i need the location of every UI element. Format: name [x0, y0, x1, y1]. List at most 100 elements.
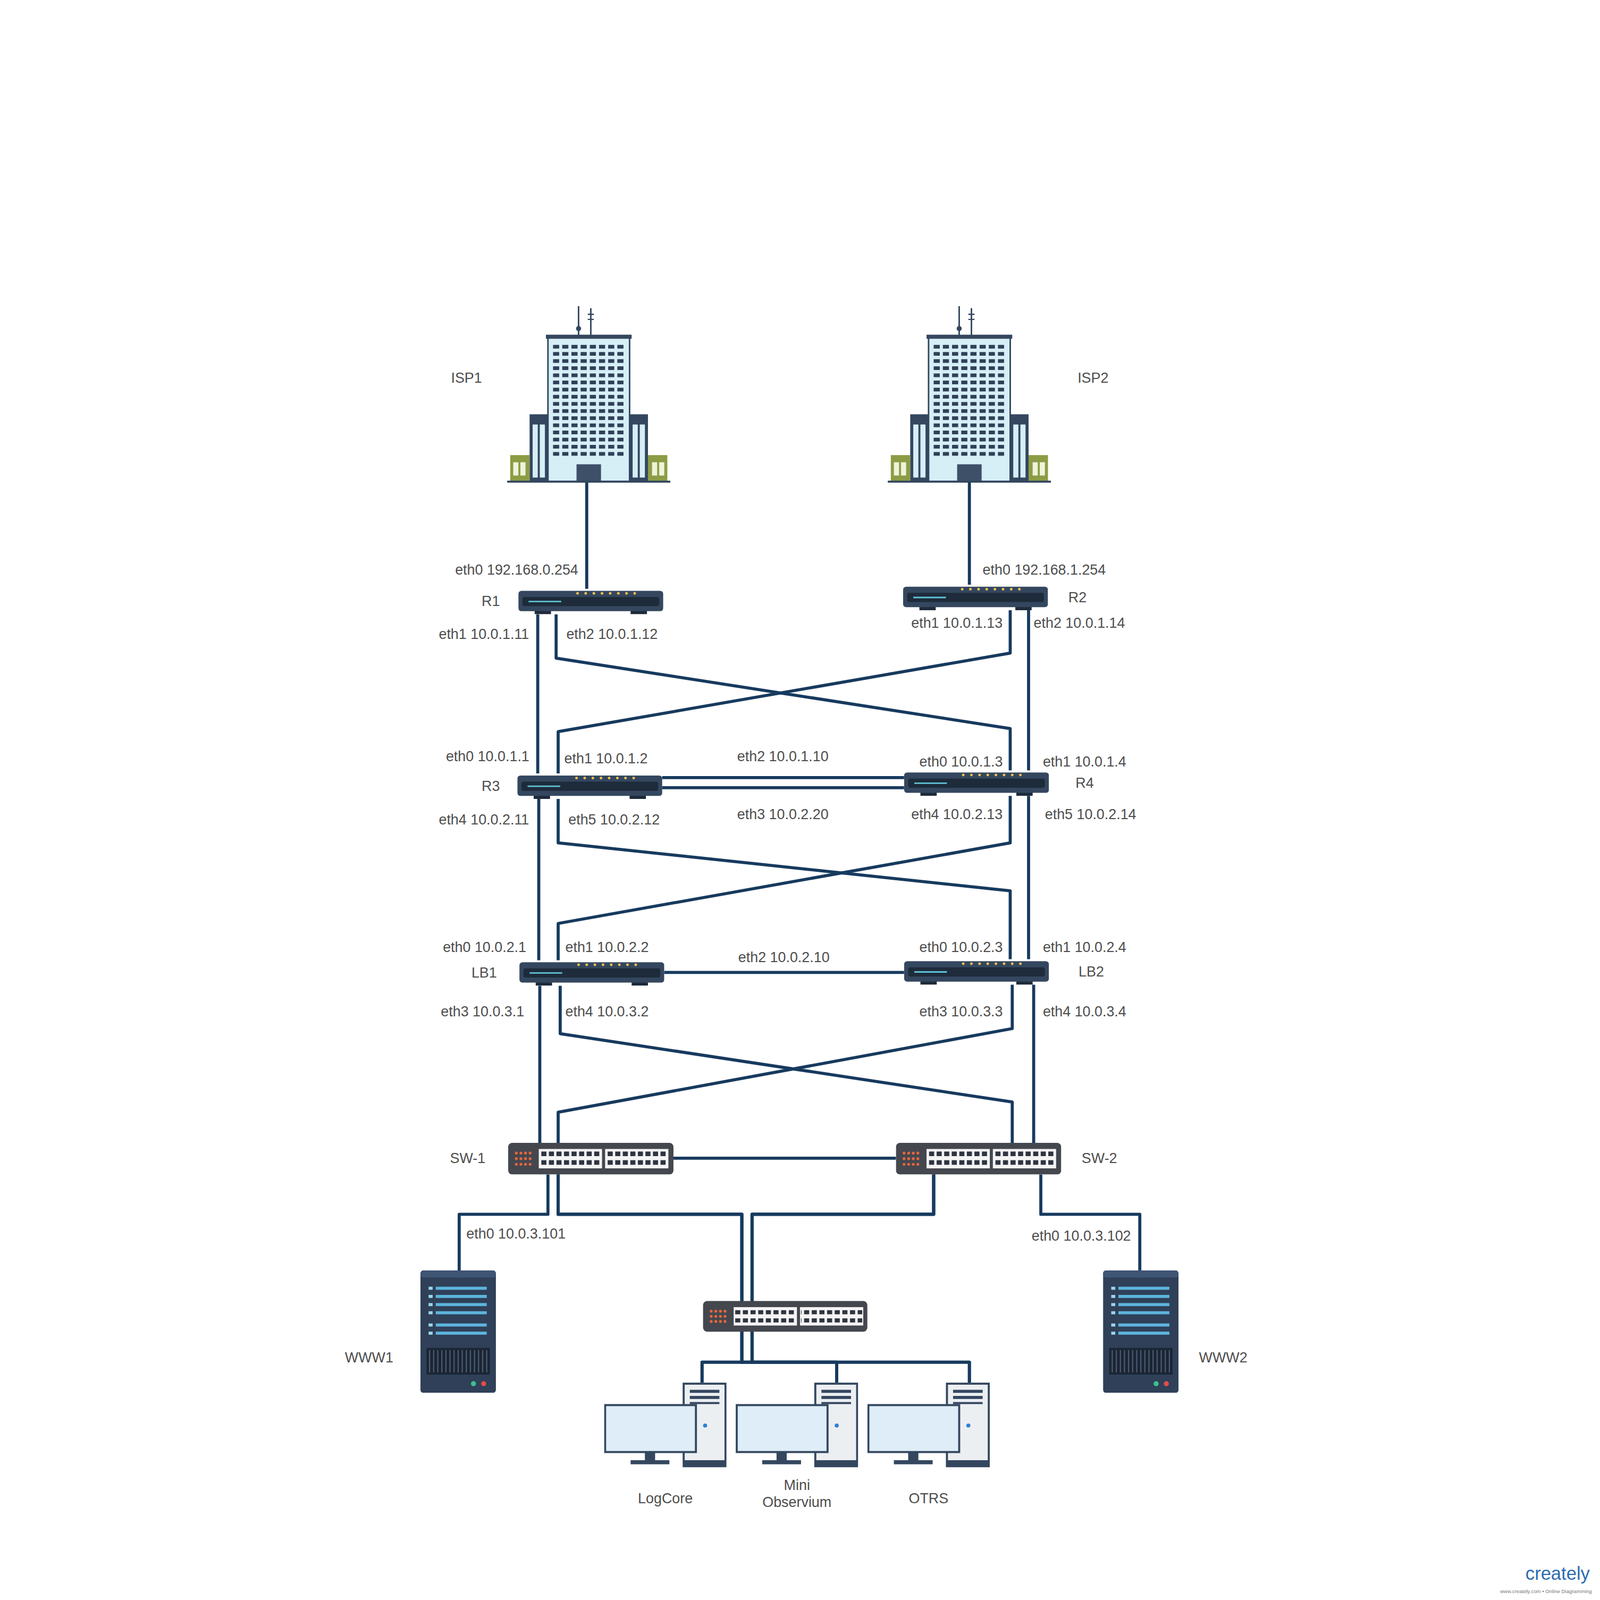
drawing-part [583, 776, 586, 780]
drawing-part [1148, 1350, 1150, 1373]
drawing-part [630, 1460, 670, 1465]
drawing-part [1110, 1311, 1116, 1315]
drawing-part [590, 409, 597, 414]
drawing-part [979, 444, 987, 449]
network-link [558, 1174, 743, 1384]
drawing-part [993, 587, 997, 591]
drawing-part [736, 1404, 828, 1452]
drawing-part [637, 1160, 643, 1166]
drawing-part [933, 409, 940, 414]
drawing-part [1020, 424, 1026, 478]
drawing-part [553, 416, 560, 420]
device-node: SW-1 [450, 1142, 674, 1175]
drawing-part [952, 438, 959, 442]
drawing-part [709, 1309, 713, 1313]
drawing-part [599, 394, 606, 399]
drawing-part [933, 444, 940, 449]
drawing-part [974, 1160, 980, 1166]
drawing-part [580, 438, 588, 442]
drawing-part [800, 1307, 864, 1326]
drawing-part [821, 1395, 852, 1400]
drawing-part [580, 366, 588, 370]
drawing-part [1002, 773, 1006, 777]
device-label-group: LogCore [637, 1489, 693, 1508]
drawing-part [926, 1149, 990, 1169]
drawing-part [604, 1149, 669, 1169]
drawing-part [997, 366, 1005, 370]
drawing-part [988, 394, 996, 399]
drawing-part [942, 401, 950, 406]
drawing-part [979, 423, 987, 428]
drawing-part [944, 1151, 950, 1157]
drawing-part [562, 444, 569, 449]
drawing-part [907, 1163, 911, 1166]
drawing-part [961, 438, 968, 442]
drawing-part [776, 1452, 787, 1461]
drawing-part [966, 1423, 971, 1428]
drawing-part [590, 401, 597, 406]
drawing-part [607, 1160, 613, 1166]
drawing-part [519, 1157, 522, 1160]
drawing-part [1003, 1151, 1009, 1157]
drawing-part [608, 373, 616, 378]
drawing-part [1040, 1151, 1047, 1157]
drawing-part [961, 380, 968, 385]
interface-label: eth5 10.0.2.14 [1045, 805, 1137, 824]
drawing-part [553, 394, 560, 399]
drawing-part [618, 963, 621, 967]
drawing-part [1003, 1160, 1009, 1166]
drawing-part [580, 451, 588, 456]
drawing-part [952, 359, 959, 364]
drawing-part [1109, 1348, 1173, 1375]
drawing-part [946, 1460, 989, 1467]
drawing-part [970, 394, 978, 399]
drawing-part [997, 444, 1005, 449]
drawing-part [571, 387, 579, 392]
drawing-part [952, 409, 959, 414]
drawing-part [907, 1151, 911, 1155]
drawing-part [527, 785, 560, 788]
device-node: LB2 [904, 958, 1105, 985]
drawing-part [600, 592, 604, 595]
device-label-group: WWW2 [1199, 1348, 1248, 1367]
drawing-part [652, 462, 658, 476]
drawing-part [933, 344, 940, 349]
device-node: ISP1 [450, 304, 671, 483]
drawing-part [1160, 1350, 1162, 1373]
drawing-part [1011, 962, 1014, 966]
drawing-part [617, 344, 625, 349]
drawing-part [979, 366, 987, 370]
drawing-part [1163, 1380, 1169, 1387]
drawing-part [978, 773, 981, 777]
drawing-part [1110, 1286, 1116, 1291]
drawing-part [510, 455, 530, 482]
watermark-logo: creately [1525, 1563, 1590, 1584]
drawing-part [580, 387, 588, 392]
drawing-part [913, 596, 946, 599]
drawing-part [936, 1160, 942, 1166]
drawing-part [637, 1151, 643, 1157]
drawing-part [608, 444, 616, 449]
drawing-part [978, 962, 981, 966]
drawing-part [562, 409, 569, 414]
drawing-part [556, 1151, 562, 1157]
drawing-part [580, 423, 588, 428]
drawing-part [1120, 1350, 1122, 1373]
drawing-part [1135, 1350, 1138, 1373]
drawing-part [988, 401, 996, 406]
drawing-part [986, 962, 990, 966]
drawing-part [907, 1452, 919, 1461]
device-label-group: ISP1 [450, 369, 482, 387]
drawing-part [1164, 1350, 1166, 1373]
drawing-part [910, 414, 929, 482]
drawing-part [942, 380, 950, 385]
drawing-part [1102, 1270, 1179, 1278]
drawing-part [911, 1157, 915, 1160]
drawing-part [562, 416, 569, 420]
drawing-part [801, 1308, 863, 1325]
drawing-part [961, 366, 968, 370]
drawing-part [624, 776, 627, 780]
drawing-part [533, 424, 539, 478]
drawing-part [979, 359, 987, 364]
